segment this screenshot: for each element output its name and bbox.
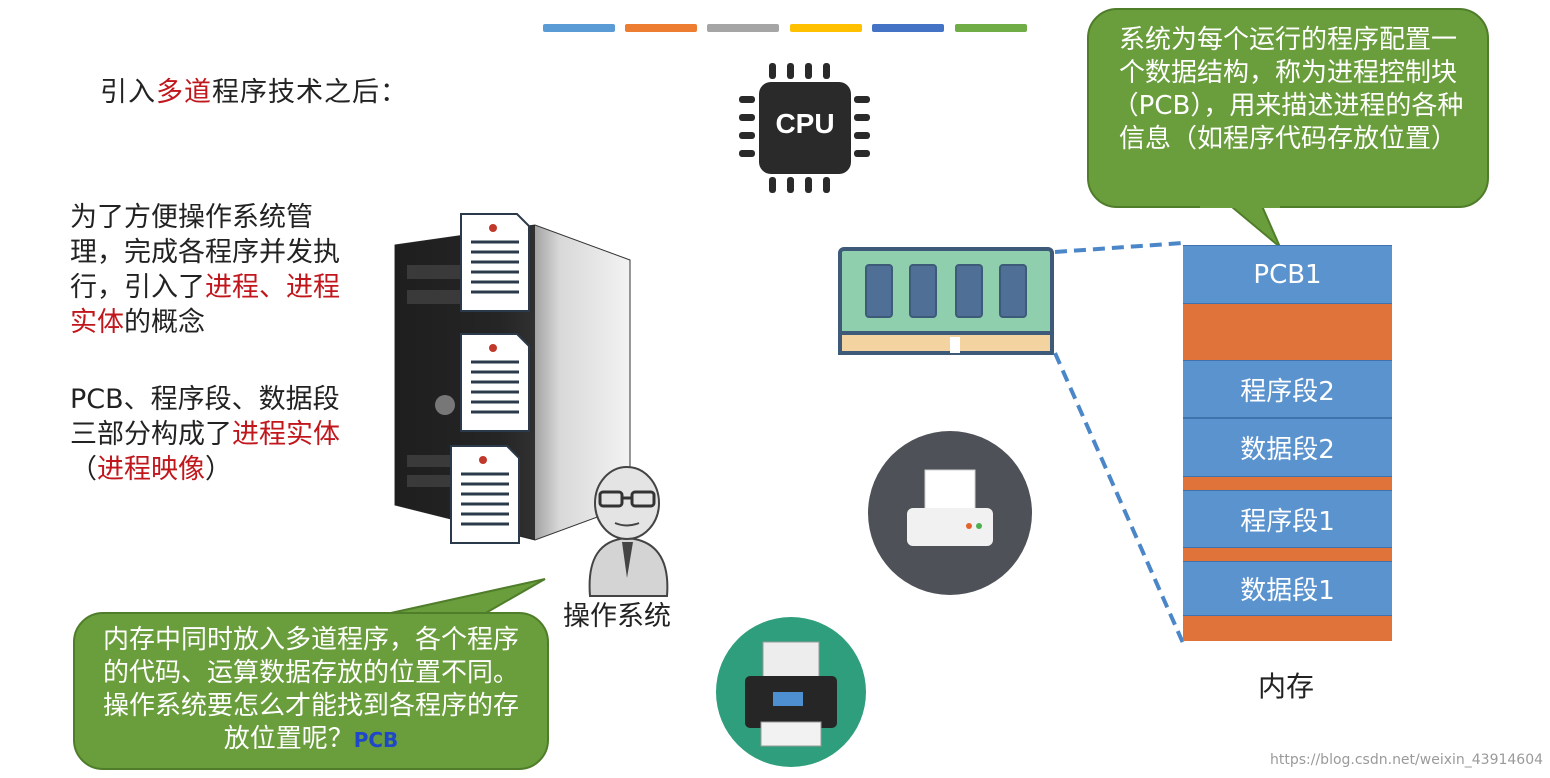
cpu-chip-icon — [739, 63, 870, 193]
memory-label: 内存 — [1258, 670, 1315, 703]
document-icon — [460, 213, 530, 312]
color-bar — [790, 24, 862, 32]
heading-prefix: 引入 — [100, 77, 156, 108]
bubble-bottom-text: 内存中同时放入多道程序，各个程序的代码、运算数据存放的位置不同。操作系统要怎么才… — [102, 625, 519, 754]
para1-text-b: 的概念 — [124, 307, 205, 338]
memory-block-program-segment-1: 程序段1 — [1183, 490, 1392, 548]
pcb-explanation-bubble: 系统为每个运行的程序配置一个数据结构，称为进程控制块（PCB），用来描述进程的各… — [1087, 8, 1489, 208]
para2-highlight-a: 进程实体 — [232, 419, 340, 450]
memory-question-bubble: 内存中同时放入多道程序，各个程序的代码、运算数据存放的位置不同。操作系统要怎么才… — [73, 612, 549, 770]
paragraph-process-entity: PCB、程序段、数据段三部分构成了进程实体 （进程映像） — [70, 382, 360, 487]
memory-block-free — [1183, 548, 1392, 561]
memory-block-data-segment-1: 数据段1 — [1183, 561, 1392, 616]
printer-icon — [716, 617, 866, 767]
watermark: https://blog.csdn.net/weixin_43914604 — [1270, 752, 1544, 768]
color-bar — [707, 24, 779, 32]
bubble-bottom-pcb-tag: PCB — [353, 728, 399, 752]
para2-text-a: PCB、程序段、数据段三部分构成了 — [70, 384, 340, 450]
memory-ram-icon — [838, 247, 1054, 355]
heading-highlight: 多道 — [156, 77, 212, 108]
memory-block-free — [1183, 477, 1392, 490]
para2-highlight-b: 进程映像 — [97, 454, 205, 485]
para2-text-b: （ — [70, 454, 97, 485]
slide-heading: 引入多道程序技术之后： — [100, 70, 408, 109]
para1-text-a: 为了方便操作系统管理，完成各程序并发执行，引入了 — [70, 202, 340, 303]
cpu-label: CPU — [775, 108, 835, 139]
dashed-connector-lines — [1053, 241, 1185, 644]
color-bar — [625, 24, 697, 32]
memory-block-data-segment-2: 数据段2 — [1183, 418, 1392, 477]
operating-system-person-icon — [588, 466, 669, 597]
para1-highlight: 进程、进程实体 — [70, 272, 340, 338]
printer-icon — [868, 431, 1032, 595]
paragraph-process-concept: 为了方便操作系统管理，完成各程序并发执行，引入了进程、进程实体的概念 — [70, 200, 360, 340]
color-bar — [543, 24, 615, 32]
bubble-top-tail-cover — [1200, 200, 1280, 208]
heading-suffix: 程序技术之后： — [212, 77, 408, 108]
color-bar — [872, 24, 944, 32]
document-icon — [450, 445, 520, 544]
document-icon — [460, 333, 530, 432]
para2-text-c: ） — [205, 454, 232, 485]
memory-block-free — [1183, 616, 1392, 641]
memory-block-free — [1183, 304, 1392, 360]
memory-block-pcb1: PCB1 — [1183, 245, 1392, 304]
memory-block-program-segment-2: 程序段2 — [1183, 360, 1392, 418]
color-bar — [955, 24, 1027, 32]
os-label: 操作系统 — [563, 601, 671, 632]
